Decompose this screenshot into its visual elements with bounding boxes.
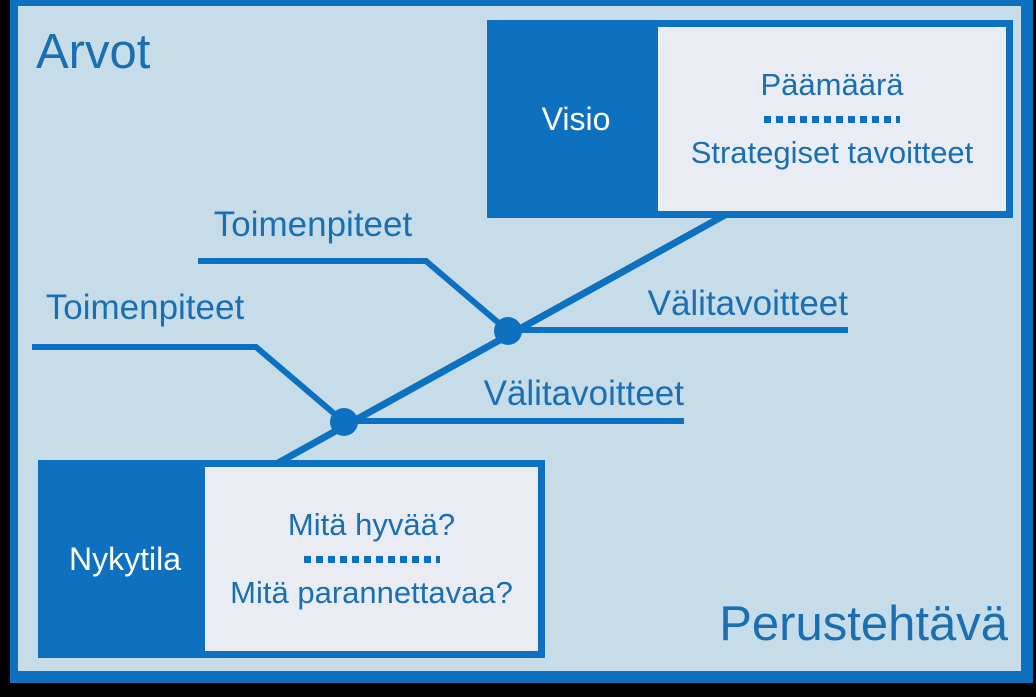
current-state-box: Nykytila Mitä hyvää? Mitä parannettavaa?: [38, 460, 545, 658]
vision-box: Visio Päämäärä Strategiset tavoitteet: [487, 20, 1013, 218]
actions-upper-connector-line: [198, 258, 510, 334]
dotted-line-icon: [303, 555, 440, 563]
milestone-node-lower: [330, 408, 358, 436]
vision-strategic-goals-text: Strategiset tavoitteet: [690, 134, 974, 170]
vision-goal-text: Päämäärä: [760, 67, 904, 103]
actions-lower-connector-line: [32, 344, 346, 425]
current-state-box-header: Nykytila: [45, 467, 205, 651]
actions-upper-label: Toimenpiteet: [213, 205, 413, 244]
vision-box-content: Päämäärä Strategiset tavoitteet: [658, 27, 1006, 211]
dotted-line-icon: [764, 115, 900, 123]
vision-box-header: Visio: [494, 27, 658, 211]
current-state-improve-text: Mitä parannettavaa?: [230, 574, 513, 610]
basic-task-title: Perustehtävä: [719, 597, 1008, 651]
current-state-good-text: Mitä hyvää?: [287, 507, 456, 543]
milestone-node-upper: [494, 317, 522, 345]
current-state-box-content: Mitä hyvää? Mitä parannettavaa?: [205, 467, 538, 651]
milestones-lower-label: Välitavoitteet: [483, 374, 684, 413]
values-title: Arvot: [36, 25, 151, 79]
actions-lower-label: Toimenpiteet: [45, 288, 245, 327]
milestones-upper-label: Välitavoitteet: [647, 284, 848, 323]
